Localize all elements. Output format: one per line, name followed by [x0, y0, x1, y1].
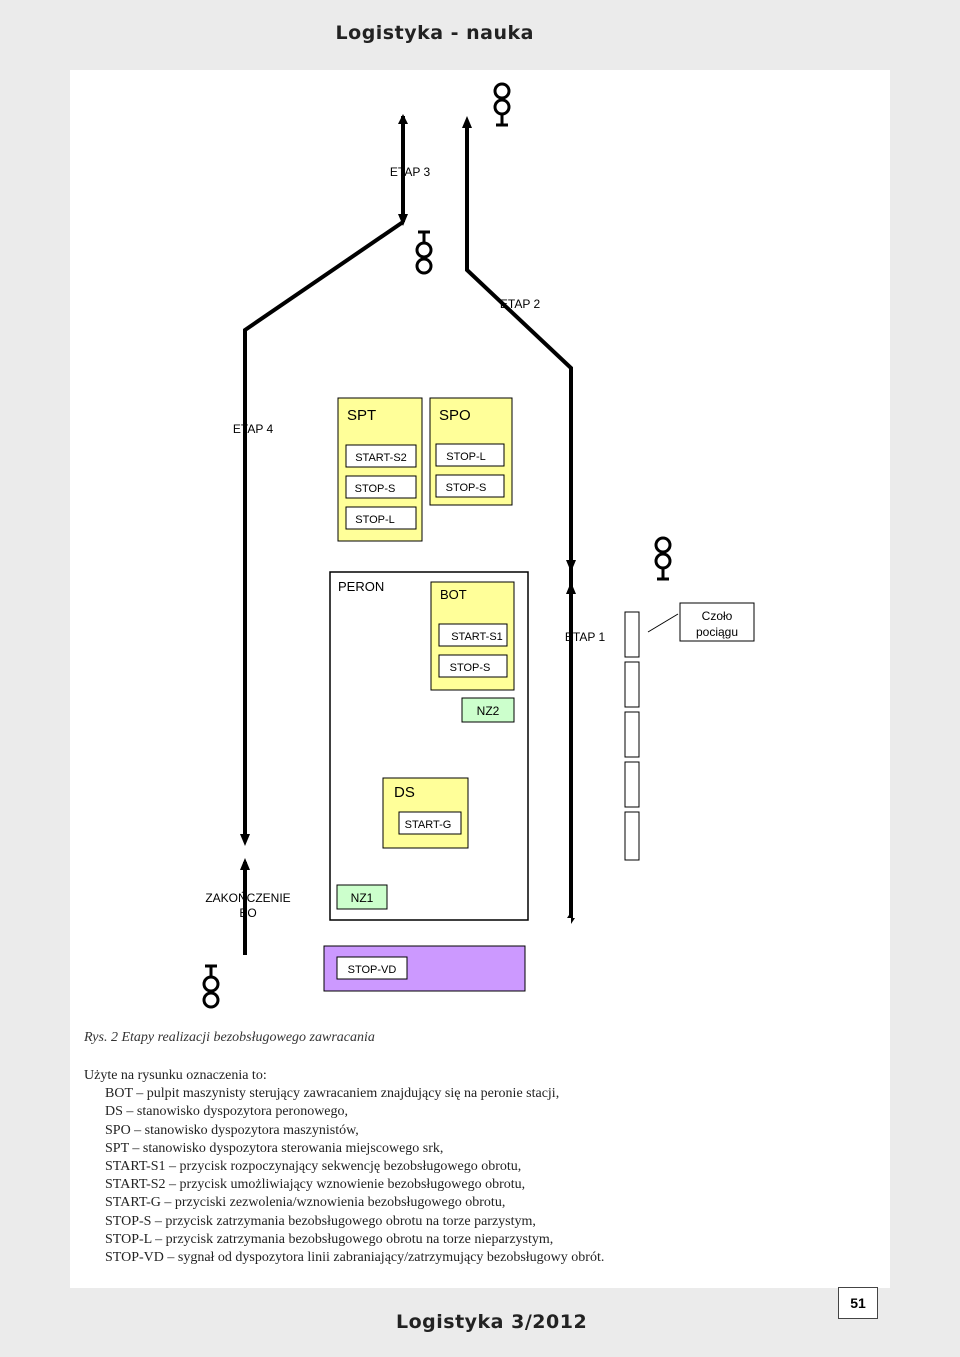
- stop-vd-button[interactable]: STOP-VD: [348, 964, 397, 976]
- zakonczenie-label-line1: ZAKOŃCZENIE: [205, 890, 290, 905]
- stop-l-spt-button[interactable]: STOP-L: [355, 514, 395, 526]
- arrow-top: [398, 114, 408, 124]
- etap2-label: ETAP 2: [500, 297, 541, 311]
- figure-caption: Rys. 2 Etapy realizacji bezobsługowego z…: [84, 1030, 375, 1045]
- page-number: 51: [838, 1287, 878, 1319]
- track-left: [243, 220, 405, 840]
- nz1-label: NZ1: [351, 891, 374, 905]
- peron-platform: [329, 571, 529, 921]
- czolo-label-line2: pociągu: [696, 625, 738, 639]
- train: [624, 611, 640, 861]
- signal-icon: [415, 230, 433, 275]
- etap1-label: ETAP 1: [565, 630, 606, 644]
- signal-icon: [493, 82, 511, 127]
- start-s2-button[interactable]: START-S2: [355, 452, 407, 464]
- nz2-box: [461, 697, 515, 723]
- signal-icon: [654, 536, 672, 581]
- running-header: Logistyka - nauka: [335, 22, 534, 44]
- spt-label: SPT: [347, 407, 376, 424]
- arrow-mid-top: [462, 116, 472, 128]
- train-car: [624, 711, 640, 758]
- legend-item: START-S1 – przycisk rozpoczynający sekwe…: [105, 1159, 522, 1175]
- czolo-label-line1: Czoło: [702, 609, 733, 623]
- bot-label: BOT: [440, 587, 467, 602]
- etap3-label: ETAP 3: [390, 165, 431, 179]
- stop-l-spo-button[interactable]: STOP-L: [446, 451, 486, 463]
- signal-icon: [202, 964, 220, 1009]
- train-car: [624, 811, 640, 861]
- train-car: [624, 761, 640, 808]
- legend-item: DS – stanowisko dyspozytora peronowego,: [105, 1104, 349, 1120]
- legend: Użyte na rysunku oznaczenia to: BOT – pu…: [84, 1067, 604, 1267]
- stop-s-bot-button[interactable]: STOP-S: [450, 662, 491, 674]
- start-g-button[interactable]: START-G: [405, 819, 452, 831]
- legend-item: STOP-VD – sygnał od dyspozytora linii za…: [105, 1250, 605, 1266]
- running-footer: Logistyka 3/2012: [396, 1311, 588, 1333]
- legend-item: SPT – stanowisko dyspozytora sterowania …: [105, 1140, 444, 1156]
- train-car: [624, 611, 640, 658]
- nz2-label: NZ2: [477, 704, 500, 718]
- etap4-label: ETAP 4: [233, 422, 274, 436]
- arrow-left-down: [240, 834, 250, 846]
- stop-s-spt-button[interactable]: STOP-S: [355, 483, 396, 495]
- legend-item: STOP-L – przycisk zatrzymania bezobsługo…: [105, 1231, 554, 1247]
- track-right: [465, 122, 573, 918]
- peron-label: PERON: [338, 579, 384, 594]
- arrow-left-up: [240, 858, 250, 870]
- zakonczenie-label-line2: BO: [239, 906, 256, 920]
- nz1-box: [336, 884, 388, 910]
- arrow-etap3-down: [398, 214, 408, 226]
- legend-item: START-G – przyciski zezwolenia/wznowieni…: [105, 1195, 506, 1211]
- legend-item: SPO – stanowisko dyspozytora maszynistów…: [105, 1122, 359, 1138]
- legend-item: START-S2 – przycisk umożliwiający wznowi…: [105, 1177, 526, 1193]
- stop-s-spo-button[interactable]: STOP-S: [446, 482, 487, 494]
- start-s1-button[interactable]: START-S1: [451, 631, 503, 643]
- czolo-box: [679, 602, 755, 642]
- legend-item: BOT – pulpit maszynisty sterujący zawrac…: [105, 1086, 560, 1102]
- train-car: [624, 661, 640, 708]
- legend-item: STOP-S – przycisk zatrzymania bezobsługo…: [105, 1213, 536, 1229]
- arrow-right-down: [566, 560, 576, 572]
- ds-label: DS: [394, 784, 415, 801]
- legend-intro: Użyte na rysunku oznaczenia to:: [84, 1068, 267, 1083]
- spo-label: SPO: [439, 407, 471, 424]
- czolo-pointer: [647, 613, 679, 633]
